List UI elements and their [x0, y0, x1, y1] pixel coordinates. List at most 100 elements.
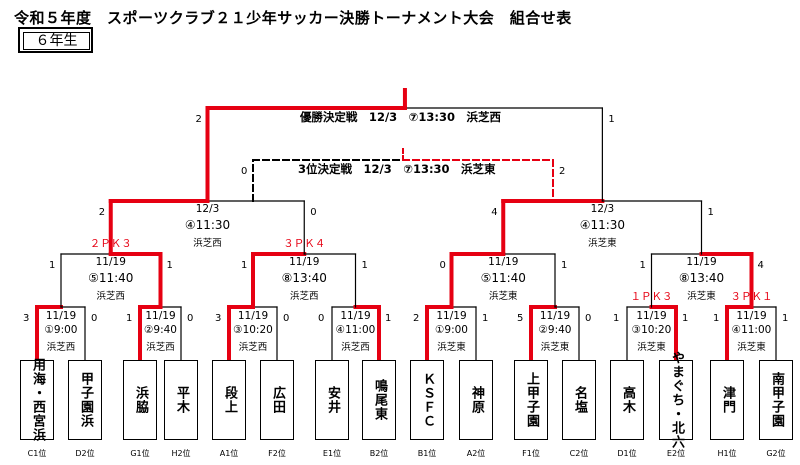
- team-box: 段上: [212, 360, 246, 440]
- round1-date: 11/19: [145, 310, 176, 322]
- round1-date: 11/19: [539, 310, 571, 322]
- quarterfinal-venue: 浜芝東: [687, 291, 716, 302]
- quarterfinal-date: 11/19: [289, 256, 320, 268]
- round1-venue: 浜芝西: [46, 342, 76, 353]
- round1-venue: 浜芝西: [238, 342, 268, 353]
- team-seed: H2位: [171, 449, 191, 458]
- semifinal-time: ④11:30: [579, 218, 626, 232]
- team-seed: A2位: [466, 449, 486, 458]
- team-seed: G2位: [766, 449, 786, 458]
- team-seed: E2位: [666, 449, 686, 458]
- semifinal-left-score: 2: [98, 207, 106, 218]
- round1-pk: １ＰＫ３: [630, 291, 673, 303]
- quarterfinal-left-score: 1: [49, 260, 56, 271]
- round1-venue: 浜芝東: [737, 342, 766, 353]
- quarterfinal-venue: 浜芝西: [96, 291, 125, 302]
- round1-venue: 浜芝西: [146, 342, 175, 353]
- team-seed: H1位: [717, 449, 737, 458]
- round1-time: ①9:00: [435, 324, 468, 336]
- round1-venue: 浜芝東: [637, 342, 666, 353]
- team-box: 甲子園浜: [68, 360, 102, 440]
- round1-time: ④11:00: [335, 324, 376, 336]
- round1-time: ①9:00: [44, 324, 78, 336]
- quarterfinal-date: 11/19: [95, 256, 126, 268]
- round1-date: 11/19: [237, 310, 269, 322]
- team-box: 神原: [459, 360, 493, 440]
- team-box: 南甲子園: [759, 360, 793, 440]
- quarterfinal-time: ⑧13:40: [281, 271, 327, 285]
- semifinal-venue: 浜芝西: [193, 238, 222, 249]
- third-place-left-score: 0: [241, 166, 248, 177]
- quarterfinal-right-score: 1: [561, 260, 568, 271]
- round1-left-score: 3: [215, 313, 222, 324]
- round1-time: ③10:20: [233, 324, 273, 336]
- round1-venue: 浜芝西: [341, 342, 370, 353]
- team-seed: D2位: [75, 449, 95, 458]
- round1-right-score: 0: [91, 313, 98, 324]
- semifinal-left-score: 4: [491, 207, 498, 218]
- team-seed: A1位: [219, 449, 239, 458]
- quarterfinal-pk: ２ＰＫ３: [89, 238, 132, 250]
- round1-time: ④11:00: [731, 324, 772, 336]
- semifinal-date: 12/3: [590, 203, 615, 215]
- team-seed: E1位: [322, 449, 342, 458]
- team-box: 上甲子園: [514, 360, 548, 440]
- semifinal-venue: 浜芝東: [588, 238, 617, 249]
- round1-time: ②9:40: [538, 324, 572, 336]
- round1-time: ③10:20: [631, 324, 672, 336]
- team-box: 名塩: [562, 360, 596, 440]
- round1-left-score: 0: [318, 313, 325, 324]
- final-left-score: 2: [195, 114, 202, 125]
- quarterfinal-date: 11/19: [686, 256, 717, 268]
- third-place-label: 3位決定戦 12/3 ⑦13:30 浜芝東: [298, 162, 496, 176]
- team-seed: F2位: [268, 449, 286, 458]
- team-seed: C1位: [27, 449, 47, 458]
- round1-right-score: 0: [187, 313, 194, 324]
- team-box: 平木: [164, 360, 198, 440]
- quarterfinal-left-score: 0: [439, 260, 446, 271]
- quarterfinal-right-score: 1: [361, 260, 368, 271]
- third-place-right-score: 2: [559, 166, 566, 177]
- round1-left-score: 5: [517, 313, 524, 324]
- round1-right-score: 1: [482, 313, 489, 324]
- round1-right-score: 1: [385, 313, 392, 324]
- round1-date: 11/19: [45, 310, 77, 322]
- team-seed: G1位: [130, 449, 150, 458]
- quarterfinal-right-score: 4: [757, 260, 764, 271]
- team-box: 安井: [315, 360, 349, 440]
- round1-right-score: 1: [682, 313, 689, 324]
- round1-date: 11/19: [436, 310, 467, 322]
- round1-time: ②9:40: [144, 324, 177, 336]
- round1-left-score: 1: [126, 313, 133, 324]
- round1-date: 11/19: [736, 310, 767, 322]
- round1-left-score: 2: [413, 313, 420, 324]
- team-box: 広田: [260, 360, 294, 440]
- round1-right-score: 0: [283, 313, 290, 324]
- round1-left-score: 1: [713, 313, 720, 324]
- team-box: 浜脇: [123, 360, 157, 440]
- quarterfinal-venue: 浜芝東: [488, 291, 518, 302]
- quarterfinal-pk: ３ＰＫ４: [283, 238, 326, 250]
- grade-label-box: ６年生: [18, 27, 93, 53]
- round1-pk: ３ＰＫ１: [730, 291, 773, 303]
- semifinal-right-score: 0: [310, 207, 317, 218]
- round1-right-score: 0: [585, 313, 592, 324]
- round1-venue: 浜芝東: [437, 342, 466, 353]
- round1-right-score: 1: [782, 313, 789, 324]
- team-seed: D1位: [617, 449, 637, 458]
- quarterfinal-date: 11/19: [488, 256, 519, 268]
- page-title: 令和５年度 スポーツクラブ２１少年サッカー決勝トーナメント大会 組合せ表: [14, 9, 572, 27]
- round1-date: 11/19: [340, 310, 371, 322]
- round1-left-score: 3: [23, 313, 30, 324]
- round1-venue: 浜芝東: [540, 342, 570, 353]
- team-seed: B1位: [417, 449, 437, 458]
- quarterfinal-left-score: 1: [639, 260, 646, 271]
- team-box: やまぐち・北六: [659, 351, 693, 449]
- team-box: ＫＳＦＣ: [410, 360, 444, 440]
- team-seed: B2位: [369, 449, 389, 458]
- round1-left-score: 1: [613, 313, 620, 324]
- team-box: 用海・西宮浜: [20, 358, 54, 442]
- semifinal-right-score: 1: [707, 207, 714, 218]
- semifinal-time: ④11:30: [184, 218, 231, 232]
